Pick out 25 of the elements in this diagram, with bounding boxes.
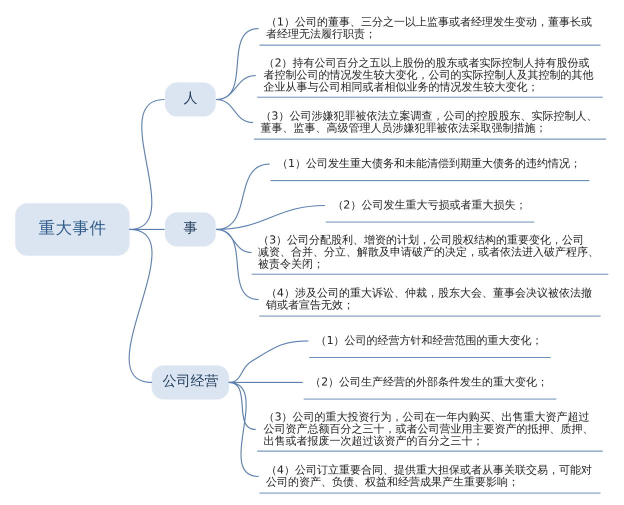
node-text: （2）公司生产经营的外部条件发生的重大变化； (310, 375, 548, 388)
node-text: （3）公司涉嫌犯罪被依法立案调查，公司的控股股东、实际控制人、董事、监事、高级管理人员涉嫌犯罪被依法采取强制措施； (260, 109, 598, 134)
node-text: （4）涉及公司的重大诉讼、仲裁，股东大会、董事会决议被依法撤销或者宣告无效； (266, 286, 592, 312)
node-box: 重大事件 (15, 203, 130, 256)
node-text: （1）公司发生重大债务和未能清偿到期重大债务的违约情况； (276, 156, 582, 170)
node-text: （1）公司的经营方针和经营范围的重大变化； (316, 334, 543, 347)
node-text: （3）公司的重大投资行为，公司在一年内购买、出售重大资产超过公司资产总额百分之三十，或者公司营业用主要资产的抵押、质押、出售或者报废一次超过该资产的百分之三十； (264, 410, 594, 448)
node-box: 人 (165, 82, 216, 117)
node-text: （2）公司发生重大亏损或者重大损失； (332, 198, 526, 212)
connector (216, 228, 252, 254)
connector (228, 340, 308, 383)
node-box: 公司经营 (152, 365, 230, 400)
node-box: 事 (165, 212, 216, 247)
connector (128, 228, 152, 383)
connector (228, 382, 259, 477)
node-text: （3）公司分配股利、增资的计划，公司股权结构的重要变化，公司减资、合并、分立、解散及申请破产的决定，或者依法进入破产程序、被责令关闭； (258, 233, 600, 270)
node-text: （1）公司的董事、三分之一以上监事或者经理发生变动，董事长或者经理无法履行职责； (266, 15, 592, 40)
connector (216, 228, 259, 300)
connector (216, 28, 259, 100)
connector (228, 382, 256, 430)
connector (216, 163, 270, 230)
node-text: （4）公司订立重要合同、提供重大担保或者从事关联交易，可能对公司的资产、负债、权益和经营成果产生重要影响； (266, 463, 592, 488)
connector (216, 75, 256, 100)
node-text: （2）持有公司百分之五以上股份的股东或者实际控制人持有股份或者控制公司的情况发生较大变化，公司的实际控制人及其控制的其他企业从事与公司相同或者相似业务的情况发生较大变化； (264, 56, 594, 94)
connector (216, 98, 254, 124)
